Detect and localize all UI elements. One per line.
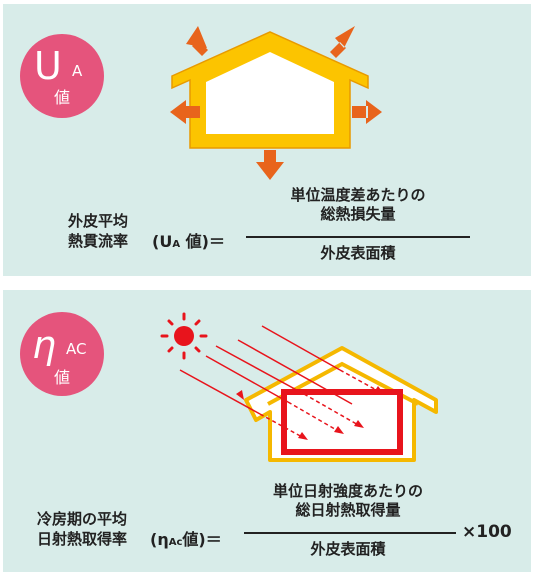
eta-symbol-close: 値)＝ (182, 530, 222, 549)
arrow-up-left-icon (186, 26, 208, 56)
ray-arrowheads (236, 386, 384, 440)
ua-label-line2: 熱貫流率 (67, 231, 128, 250)
eta-multiplier: ×100 (462, 522, 512, 542)
ua-numerator-line2: 総熱損失量 (320, 204, 396, 223)
eta-numerator-line1: 単位日射強度あたりの (272, 482, 423, 500)
heat-arrows (170, 26, 382, 180)
eta-fraction-bar (244, 532, 456, 534)
ua-symbol: (UA 値)＝ (152, 228, 225, 252)
eta-badge-sub: AC (66, 340, 87, 358)
eta-badge-kanji: 値 (53, 368, 70, 387)
ua-badge-sub: A (72, 62, 83, 80)
eta-label-line2: 日射熱取得率 (36, 529, 127, 548)
ua-numerator-line1: 単位温度差あたりの (290, 186, 426, 204)
window (281, 389, 403, 455)
ua-label-line1: 外皮平均 (67, 212, 128, 230)
arrow-up-right-icon (330, 26, 355, 58)
ua-label: 外皮平均 熱貫流率 (48, 212, 148, 251)
arrow-left-icon (170, 100, 200, 124)
eta-symbol: (ηAc値)＝ (150, 526, 222, 550)
arrow-down-icon (256, 150, 284, 180)
eta-denominator: 外皮表面積 (310, 540, 386, 558)
ua-numerator: 単位温度差あたりの 総熱損失量 (246, 186, 470, 224)
house-interior (206, 52, 334, 134)
eta-label-line1: 冷房期の平均 (36, 510, 127, 528)
ua-denominator: 外皮表面積 (320, 244, 396, 262)
eta-symbol-sub: Ac (168, 537, 183, 548)
arrow-right-icon (352, 100, 382, 124)
eta-label: 冷房期の平均 日射熱取得率 (22, 510, 142, 549)
house-heat-loss-illustration (170, 26, 382, 180)
ua-symbol-sub: A (172, 239, 181, 250)
ua-fraction-bar (246, 236, 470, 238)
sun-icon (160, 312, 208, 360)
ua-badge-kanji: 値 (53, 88, 70, 107)
eta-badge-main: η (32, 323, 57, 367)
ua-symbol-open: (U (152, 232, 173, 251)
ua-badge: U A 値 (20, 34, 104, 118)
solar-rays (179, 325, 353, 415)
eta-numerator: 単位日射強度あたりの 総日射熱取得量 (236, 482, 460, 520)
eta-symbol-open: (η (150, 530, 169, 549)
solar-rays-transmitted (259, 369, 381, 439)
eta-badge: η AC 値 (20, 312, 104, 396)
eta-numerator-line2: 総日射熱取得量 (295, 500, 401, 519)
ua-symbol-close: 値)＝ (180, 232, 225, 251)
ua-badge-main: U (34, 44, 62, 88)
